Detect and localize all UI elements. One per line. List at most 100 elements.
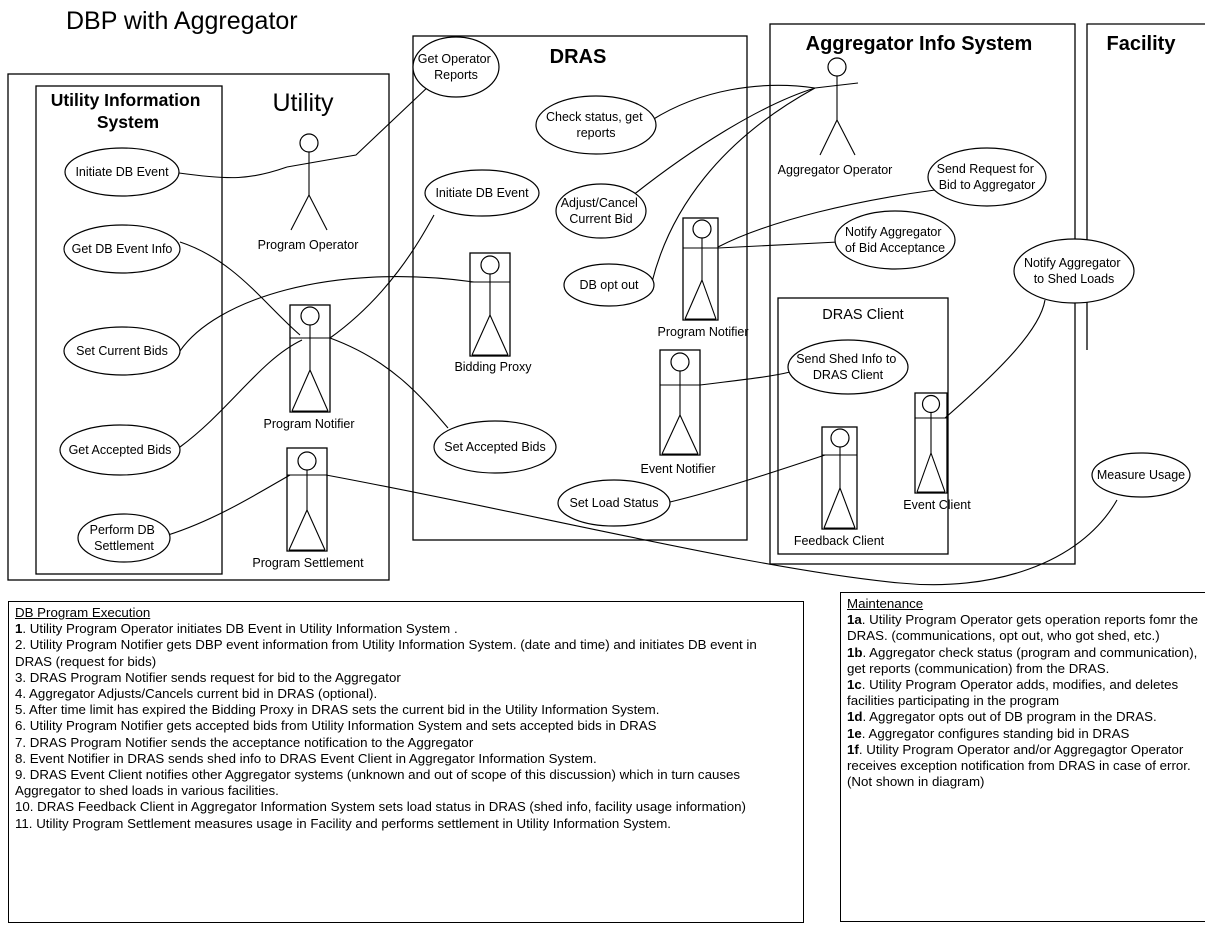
actor-program-notifier-dras: Program Notifier — [658, 217, 749, 339]
use-case-initiate-db-event-dras: Initiate DB Event — [424, 169, 540, 217]
line-event-notifier-shed — [699, 371, 791, 386]
maintenance-note-item: 1b. Aggregator check status (program and… — [847, 644, 1198, 676]
actor-program-notifier-utility: Program Notifier — [264, 304, 355, 431]
svg-text:Set Accepted Bids: Set Accepted Bids — [444, 440, 545, 454]
line-feedback-load-status — [669, 454, 826, 503]
svg-text:Bidding Proxy: Bidding Proxy — [454, 360, 532, 374]
execution-note-item: 11. Utility Program Settlement measures … — [15, 815, 671, 831]
facility-region — [1086, 23, 1205, 350]
maintenance-note-item: 1a. Utility Program Operator gets operat… — [847, 612, 1199, 644]
line-set-current-bids — [179, 276, 475, 352]
maintenance-note-item: 1e. Aggregator configures standing bid i… — [847, 725, 1130, 741]
execution-note-item: 6. Utility Program Notifier gets accepte… — [15, 718, 657, 734]
line-adjust-bid-agg — [631, 87, 816, 197]
maintenance-notes-box: Maintenance 1a. Utility Program Operator… — [840, 592, 1205, 922]
line-event-client-shed-loads — [944, 299, 1046, 419]
use-case-get-accepted-bids: Get Accepted Bids — [59, 424, 181, 476]
use-case-check-status: Check status, get reports — [535, 95, 657, 155]
dras-client-region — [777, 297, 949, 555]
svg-text:Send Shed Info to DRAS C: Send Shed Info to DRAS Client — [796, 352, 900, 382]
use-case-set-accepted-bids: Set Accepted Bids — [433, 420, 557, 474]
execution-note-item: 10. DRAS Feedback Client in Aggregator I… — [15, 799, 746, 815]
svg-text:Event Notifier: Event Notifier — [640, 462, 715, 476]
svg-text:Initiate DB Event: Initiate DB Event — [435, 186, 529, 200]
actor-event-client: Event Client — [903, 392, 971, 512]
use-case-notify-shed-loads: Notify Aggregator to Shed Loads — [1013, 238, 1135, 304]
actor-aggregator-operator: Aggregator Operator — [778, 57, 893, 177]
line-get-accepted-bids — [179, 339, 303, 448]
svg-text:Aggregator Operator: Aggregator Operator — [778, 163, 893, 177]
diagram-title: DBP with Aggregator — [66, 7, 298, 35]
use-case-get-db-event-info: Get DB Event Info — [63, 224, 181, 274]
line-notifier-request-bid — [717, 189, 936, 248]
execution-note-item: 3. DRAS Program Notifier sends request f… — [15, 669, 401, 685]
svg-text:Program Settlement: Program Settlement — [252, 556, 364, 570]
svg-text:Check status, get report: Check status, get reports — [546, 110, 646, 140]
execution-note-item: 1. Utility Program Operator initiates DB… — [15, 621, 458, 637]
use-case-get-operator-reports: Get Operator Reports — [412, 36, 500, 98]
execution-note-item: 5. After time limit has expired the Bidd… — [15, 702, 660, 718]
line-settlement-measure-usage — [325, 474, 1118, 586]
actor-feedback-client: Feedback Client — [794, 426, 885, 548]
execution-note-item: 8. Event Notifier in DRAS sends shed inf… — [15, 750, 597, 766]
execution-note-item: 7. DRAS Program Notifier sends the accep… — [15, 734, 474, 750]
utility-info-system-label: Utility Information System — [51, 90, 206, 132]
maintenance-notes-heading: Maintenance — [847, 596, 924, 611]
utility-info-system-region — [35, 85, 223, 575]
svg-text:Notify Aggregator to She: Notify Aggregator to Shed Loads — [1024, 256, 1124, 286]
actor-program-settlement: Program Settlement — [252, 447, 364, 570]
svg-text:Measure Usage: Measure Usage — [1097, 468, 1185, 482]
actor-bidding-proxy: Bidding Proxy — [454, 252, 532, 374]
svg-text:Set Load Status: Set Load Status — [570, 496, 659, 510]
facility-label: Facility — [1107, 33, 1177, 55]
line-notifier-initiate-dras — [329, 214, 435, 339]
svg-text:Initiate DB Event: Initiate DB Event — [75, 165, 169, 179]
aggregator-info-system-label: Aggregator Info System — [806, 33, 1033, 55]
execution-note-item: 4. Aggregator Adjusts/Cancels current bi… — [15, 686, 378, 702]
execution-notes-heading: DB Program Execution — [15, 605, 151, 620]
svg-text:Program Notifier: Program Notifier — [264, 417, 355, 431]
line-notifier-bid-acceptance — [717, 241, 839, 249]
svg-text:Get DB Event Info: Get DB Event Info — [72, 242, 173, 256]
svg-text:Notify Aggregator of Bid: Notify Aggregator of Bid Acceptance — [845, 225, 945, 255]
execution-note-item: 2. Utility Program Notifier gets DBP eve… — [15, 637, 757, 669]
maintenance-notes-list: 1a. Utility Program Operator gets operat… — [847, 612, 1199, 790]
use-case-send-request-for-bid: Send Request for Bid to Aggregator — [927, 147, 1047, 207]
line-notifier-accepted-bids — [329, 337, 449, 429]
utility-label: Utility — [272, 89, 334, 117]
dras-region — [412, 35, 748, 541]
line-perform-settlement — [167, 474, 291, 536]
association-lines — [167, 84, 1118, 586]
maintenance-note-item: 1f. Utility Program Operator and/or Aggr… — [847, 741, 1191, 790]
use-case-set-current-bids: Set Current Bids — [63, 326, 181, 376]
line-opt-out-agg — [651, 87, 816, 283]
use-case-set-load-status: Set Load Status — [557, 479, 671, 527]
svg-text:Program Notifier: Program Notifier — [658, 325, 749, 339]
actor-program-operator: Program Operator — [258, 133, 359, 252]
execution-notes-list: 1. Utility Program Operator initiates DB… — [15, 621, 797, 832]
svg-text:Program Operator: Program Operator — [258, 238, 359, 252]
dras-client-label: DRAS Client — [822, 307, 903, 323]
use-case-initiate-db-event: Initiate DB Event — [64, 147, 180, 197]
maintenance-note-item: 1d. Aggregator opts out of DB program in… — [847, 709, 1157, 725]
svg-text:Send Request for Bid to: Send Request for Bid to Aggregator — [937, 162, 1038, 192]
line-operator-reports — [326, 84, 431, 161]
actor-event-notifier: Event Notifier — [640, 349, 716, 476]
use-case-db-opt-out: DB opt out — [563, 263, 655, 307]
use-case-perform-db-settlement: Perform DB Settlement — [77, 513, 171, 563]
svg-text:Get Accepted Bids: Get Accepted Bids — [69, 443, 172, 457]
dras-label: DRAS — [550, 46, 607, 68]
use-case-adjust-cancel-bid: Adjust/Cancel Current Bid — [555, 183, 647, 239]
use-case-notify-bid-acceptance: Notify Aggregator of Bid Acceptance — [834, 210, 956, 270]
use-case-send-shed-info: Send Shed Info to DRAS Client — [787, 339, 909, 395]
execution-note-item: 9. DRAS Event Client notifies other Aggr… — [15, 767, 741, 799]
svg-text:DB opt out: DB opt out — [579, 278, 639, 292]
svg-text:Feedback Client: Feedback Client — [794, 534, 885, 548]
svg-text:Get Operator Reports: Get Operator Reports — [418, 52, 494, 82]
use-case-diagram: DBP with Aggregator Utility Information … — [7, 7, 1205, 586]
svg-text:Adjust/Cancel Current Bi: Adjust/Cancel Current Bid — [561, 196, 642, 226]
execution-notes-box: DB Program Execution 1. Utility Program … — [8, 601, 804, 923]
line-check-status-agg — [651, 84, 816, 121]
svg-text:Set Current Bids: Set Current Bids — [76, 344, 168, 358]
svg-text:Perform DB Settlement: Perform DB Settlement — [90, 523, 159, 553]
